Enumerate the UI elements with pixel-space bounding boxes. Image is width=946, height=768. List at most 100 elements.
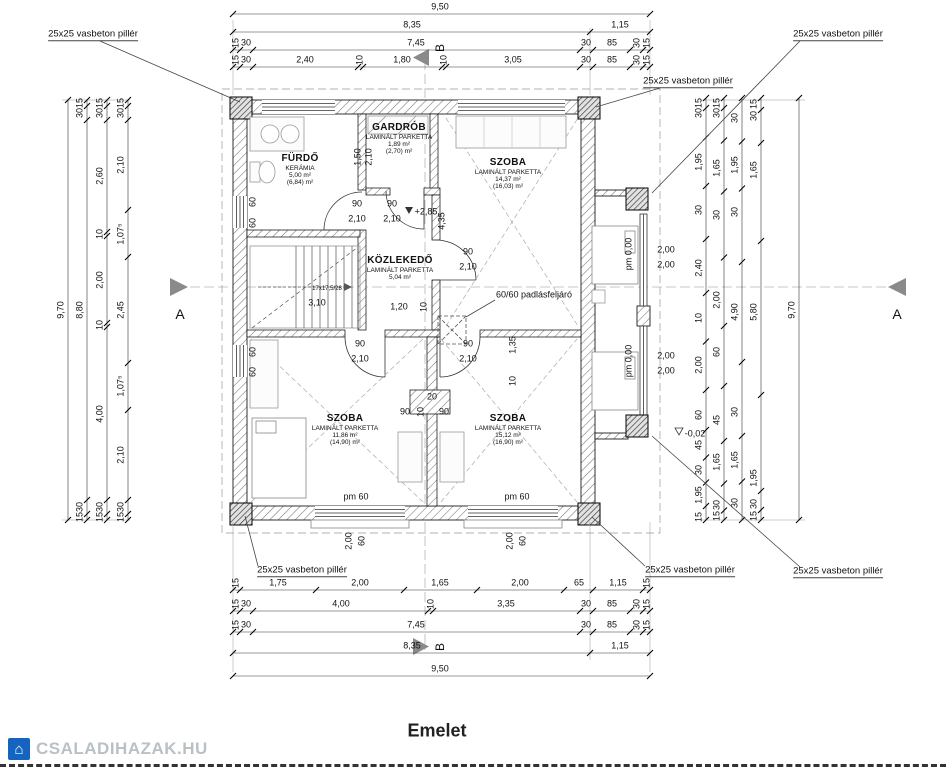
dim-tick xyxy=(424,607,432,615)
dim-tick xyxy=(702,235,710,243)
dim-tick xyxy=(795,94,803,102)
window-sill xyxy=(463,519,563,529)
dim-tick xyxy=(473,586,481,594)
dim-tick xyxy=(83,96,91,104)
dim-tick xyxy=(702,386,710,394)
dim-tick xyxy=(576,628,584,636)
bed xyxy=(591,351,639,411)
dim-tick xyxy=(639,63,647,71)
dim-tick xyxy=(720,382,728,390)
dim-tick xyxy=(720,480,728,487)
dim-tick xyxy=(757,516,765,524)
nightstand xyxy=(591,289,606,304)
dim-tick xyxy=(757,237,765,245)
dim-tick xyxy=(103,228,111,236)
dim-tick xyxy=(229,672,237,680)
sink xyxy=(260,124,280,144)
dim-tick xyxy=(757,139,765,147)
dim-tick xyxy=(586,649,594,657)
dim-tick xyxy=(236,586,244,594)
dim-tick xyxy=(639,607,647,615)
dim-tick xyxy=(639,628,647,636)
dim-tick xyxy=(626,63,634,71)
pillow xyxy=(624,230,636,254)
dim-tick xyxy=(738,358,746,366)
desk xyxy=(397,431,423,483)
dim-tick xyxy=(354,63,362,71)
dim-tick xyxy=(738,516,746,524)
section-a-arrow-right xyxy=(888,278,906,296)
dim-tick xyxy=(103,510,111,518)
dim-tick xyxy=(702,454,710,461)
dim-tick xyxy=(103,319,111,327)
dim-tick xyxy=(249,46,257,54)
windows xyxy=(233,100,565,529)
dim-tick xyxy=(236,628,244,636)
leader-line xyxy=(651,40,801,194)
dim-tick xyxy=(720,137,728,144)
sink xyxy=(280,124,300,144)
section-arrows xyxy=(170,49,906,655)
dim-tick xyxy=(702,289,710,297)
dim-tick xyxy=(124,516,132,524)
dim-tick xyxy=(702,104,710,112)
extension-lines xyxy=(62,20,805,672)
roof-outline xyxy=(221,88,661,534)
dim-tick xyxy=(124,96,132,104)
dim-tick xyxy=(400,586,408,594)
dashed-border xyxy=(0,764,946,767)
dim-tick xyxy=(64,96,72,104)
attic-hatch xyxy=(437,315,467,345)
section-lines xyxy=(190,60,888,650)
dim-tick xyxy=(83,510,91,518)
dim-tick xyxy=(124,116,132,124)
dim-tick xyxy=(103,102,111,110)
dim-tick xyxy=(702,338,710,345)
dim-tick xyxy=(720,104,728,112)
dim-tick xyxy=(720,94,728,102)
dim-tick xyxy=(702,426,710,434)
dim-tick xyxy=(702,182,710,190)
dim-tick xyxy=(442,63,450,71)
dim-tick xyxy=(576,63,584,71)
dim-tick xyxy=(589,63,597,71)
dim-tick xyxy=(236,46,244,54)
dim-tick xyxy=(229,46,237,54)
dim-tick xyxy=(103,516,111,524)
dim-tick xyxy=(249,607,257,615)
dim-tick xyxy=(720,437,728,445)
watermark-logo-icon: ⌂ xyxy=(8,738,30,760)
dim-tick xyxy=(359,63,367,71)
dim-tick xyxy=(589,628,597,636)
section-b-arrow-top xyxy=(413,49,429,66)
dim-tick xyxy=(249,628,257,636)
watermark[interactable]: ⌂ CSALADIHAZAK.HU xyxy=(8,738,208,760)
dim-tick xyxy=(124,359,132,367)
leader-line xyxy=(244,515,259,567)
dim-tick xyxy=(757,106,765,114)
dim-tick xyxy=(560,586,568,594)
window-sill xyxy=(310,519,410,529)
dim-tick xyxy=(702,502,710,510)
doors xyxy=(323,190,481,378)
dim-tick xyxy=(738,432,746,440)
dimension-lines xyxy=(64,10,803,680)
dim-tick xyxy=(738,258,746,266)
toilet-tank xyxy=(249,161,261,183)
leader-line xyxy=(99,40,241,103)
dim-tick xyxy=(83,102,91,110)
dim-tick xyxy=(236,63,244,71)
dim-tick xyxy=(626,607,634,615)
dim-tick xyxy=(229,10,237,18)
dim-tick xyxy=(229,28,237,36)
dim-tick xyxy=(589,607,597,615)
furniture xyxy=(249,115,639,499)
drawing-title: Emelet xyxy=(407,720,467,741)
section-b-arrow-bottom xyxy=(413,638,429,655)
dim-tick xyxy=(64,516,72,524)
dim-tick xyxy=(429,607,437,615)
dim-tick xyxy=(83,516,91,524)
dim-tick xyxy=(124,206,132,214)
dim-tick xyxy=(646,649,654,657)
